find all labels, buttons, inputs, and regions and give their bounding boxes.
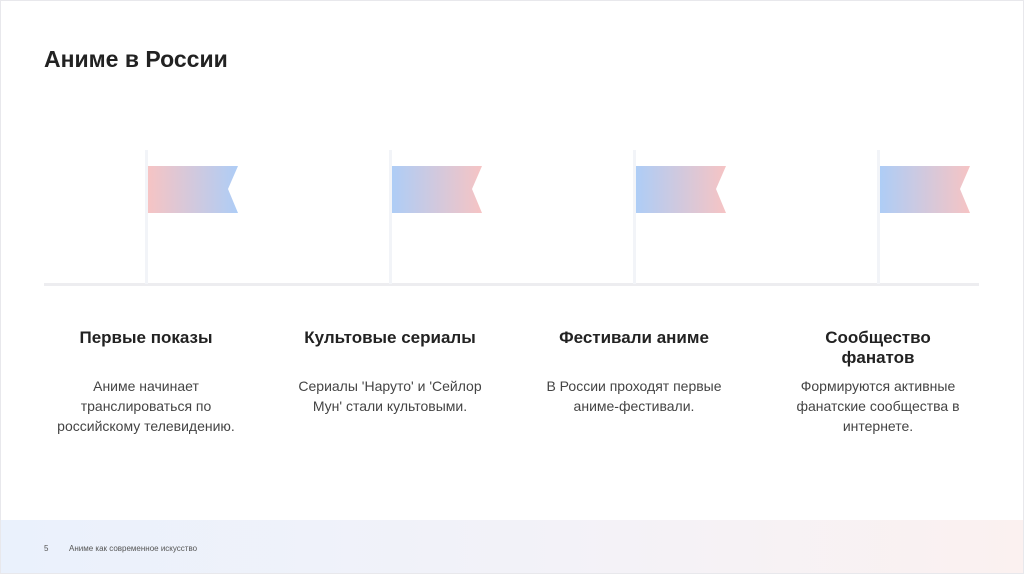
timeline-flag-2 <box>389 150 489 284</box>
timeline-flag-3 <box>633 150 733 284</box>
event-title: Сообщество фанатов <box>825 328 931 367</box>
page-number: 5 <box>44 544 49 553</box>
timeline-event-4: Сообщество фанатов Формируются активные … <box>773 328 983 436</box>
timeline-line <box>44 283 979 286</box>
event-title: Фестивали аниме <box>559 328 709 347</box>
timeline-event-2: Культовые сериалы Сериалы 'Наруто' и 'Се… <box>285 328 495 416</box>
event-description: Аниме начинает транслироваться по россий… <box>57 378 235 434</box>
timeline-flag-1 <box>145 150 245 284</box>
timeline-event-1: Первые показы Аниме начинает транслирова… <box>41 328 251 436</box>
timeline-event-3: Фестивали аниме В России проходят первые… <box>529 328 739 416</box>
event-description: Формируются активные фанатские сообществ… <box>796 378 960 434</box>
event-title: Культовые сериалы <box>304 328 476 347</box>
footer-band <box>1 520 1023 573</box>
event-title: Первые показы <box>79 328 213 347</box>
event-description: Сериалы 'Наруто' и 'Сейлор Мун' стали ку… <box>298 378 482 414</box>
timeline-flag-4 <box>877 150 977 284</box>
slide-title: Аниме в России <box>44 46 228 72</box>
footer-text: Аниме как современное искусство <box>69 544 198 553</box>
event-description: В России проходят первые аниме-фестивали… <box>546 378 722 414</box>
